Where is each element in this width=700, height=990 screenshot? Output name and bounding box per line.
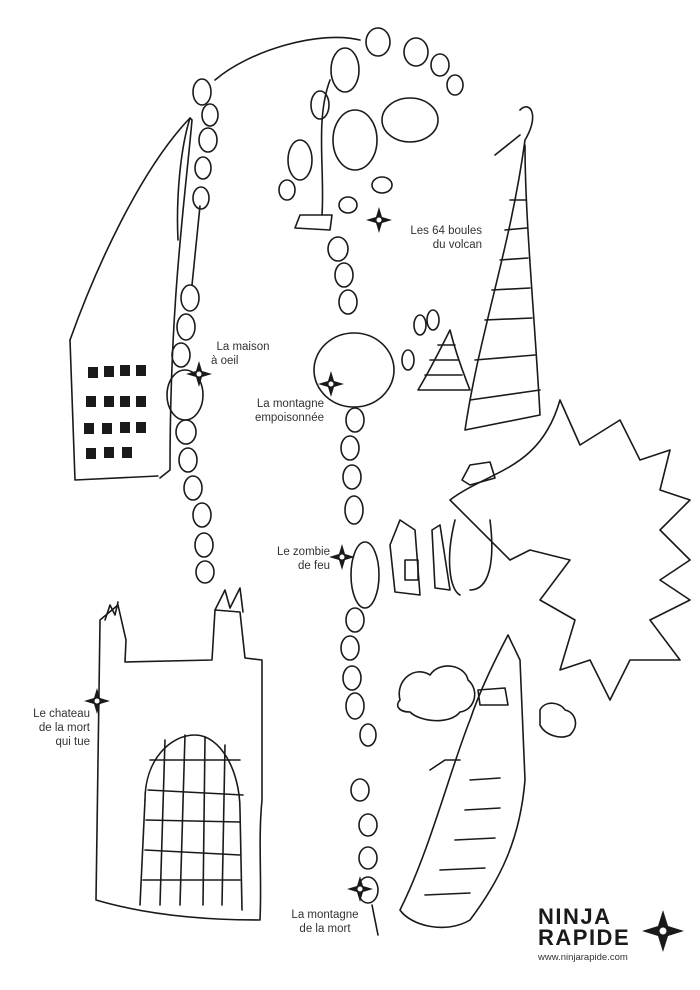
brand-url: www.ninjarapide.com (538, 952, 628, 963)
label-montagne-mort: La montagne de la mort (291, 909, 359, 935)
label-maison-oeil: La maison à oeil (211, 341, 270, 367)
label-les-64-boules: Les 64 boules du volcan (410, 225, 482, 251)
volcano-drawing (278, 27, 464, 231)
centre-bead-path (313, 236, 395, 936)
brand-logo: NINJA RAPIDE www.ninjarapide.com (538, 906, 688, 963)
label-zombie-feu: Le zombie de feu (276, 546, 330, 572)
label-chateau-mort: Le chateau de la mort qui tue (33, 708, 90, 748)
clouds-drawing (396, 665, 577, 738)
ninja-star-icon (84, 688, 110, 714)
ninja-star-icon (366, 207, 392, 233)
castle-drawing (95, 587, 263, 921)
brand-name-line2: RAPIDE (538, 925, 631, 950)
building-windows (84, 365, 146, 459)
death-mountain-drawing (399, 634, 526, 929)
right-cone-drawing (464, 106, 541, 431)
zombie-fire-drawing (448, 399, 691, 701)
ninja-star-icon (186, 361, 212, 387)
small-houses-drawing (389, 519, 451, 596)
label-montagne-empoisonnee: La montagne empoisonnée (254, 398, 324, 424)
brand-name-line1: NINJA (538, 904, 612, 929)
ninja-star-icon (318, 371, 344, 397)
ninja-star-icon (347, 876, 373, 902)
left-bead-path (166, 36, 361, 584)
small-mountain-drawing (401, 309, 471, 391)
ninja-star-icon (329, 544, 355, 570)
ninja-star-icon (642, 910, 684, 952)
